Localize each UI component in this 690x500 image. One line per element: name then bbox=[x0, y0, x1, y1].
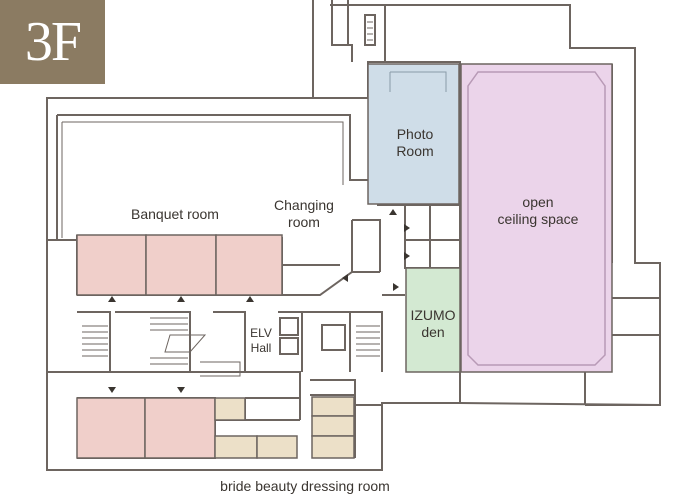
plan-walls bbox=[46, 0, 661, 471]
banquet-room-2 bbox=[145, 234, 217, 296]
photo-room-detail bbox=[389, 71, 447, 92]
bride-room-2 bbox=[144, 397, 216, 459]
banquet-room-label: Banquet room bbox=[131, 206, 219, 222]
elv-wall bbox=[213, 311, 383, 372]
arrow-right-icon bbox=[404, 224, 410, 232]
south-annex bbox=[459, 402, 661, 406]
dressing-room-a bbox=[214, 397, 246, 421]
direction-arrows bbox=[108, 209, 410, 393]
west-stair-wall bbox=[77, 311, 191, 373]
izumo-den-room bbox=[405, 267, 461, 373]
elv-hall-label: ELV Hall bbox=[250, 326, 272, 355]
dressing-room-f bbox=[311, 435, 355, 459]
arrow-down-icon bbox=[177, 387, 185, 393]
arrow-right-icon bbox=[393, 283, 399, 291]
dressing-room-b bbox=[214, 435, 258, 459]
dressing-room-d bbox=[311, 396, 355, 417]
banquet-room-3 bbox=[215, 234, 283, 296]
dressing-rooms bbox=[214, 396, 355, 459]
arrow-down-icon bbox=[108, 387, 116, 393]
bride-room-1 bbox=[76, 397, 146, 459]
escalator bbox=[164, 334, 241, 377]
stair-treads bbox=[82, 21, 380, 365]
top-east-wall bbox=[312, 0, 661, 406]
arrow-up-icon bbox=[389, 209, 397, 215]
bride-dressing-label: bride beauty dressing room bbox=[220, 478, 390, 494]
arrow-up-icon bbox=[246, 296, 254, 302]
arrow-right-icon bbox=[404, 252, 410, 260]
photo-room-label: Photo Room bbox=[396, 126, 434, 159]
open-ceiling-area bbox=[460, 63, 613, 373]
dressing-room-e bbox=[311, 415, 355, 437]
changing-room-wall bbox=[281, 219, 381, 295]
banquet-inner-wall bbox=[61, 121, 344, 238]
arrow-up-icon bbox=[108, 296, 116, 302]
photo-room bbox=[367, 63, 460, 205]
dressing-room-c bbox=[256, 435, 298, 459]
banquet-room-1 bbox=[76, 234, 147, 296]
connector-walls bbox=[382, 205, 460, 296]
banquet-rooms bbox=[76, 234, 283, 459]
south-east-rooms bbox=[310, 379, 382, 458]
izumo-den-label: IZUMO den bbox=[410, 307, 456, 340]
changing-room-label: Changing room bbox=[274, 197, 334, 230]
stair-top bbox=[364, 5, 386, 62]
upper-core-wall bbox=[331, 0, 353, 62]
floor-badge: 3F bbox=[0, 0, 105, 84]
open-ceiling-inner bbox=[467, 71, 606, 366]
west-block-wall bbox=[47, 239, 77, 373]
open-ceiling-label: open ceiling space bbox=[497, 194, 579, 227]
arrow-left-icon bbox=[342, 274, 348, 282]
arrow-up-icon bbox=[177, 296, 185, 302]
